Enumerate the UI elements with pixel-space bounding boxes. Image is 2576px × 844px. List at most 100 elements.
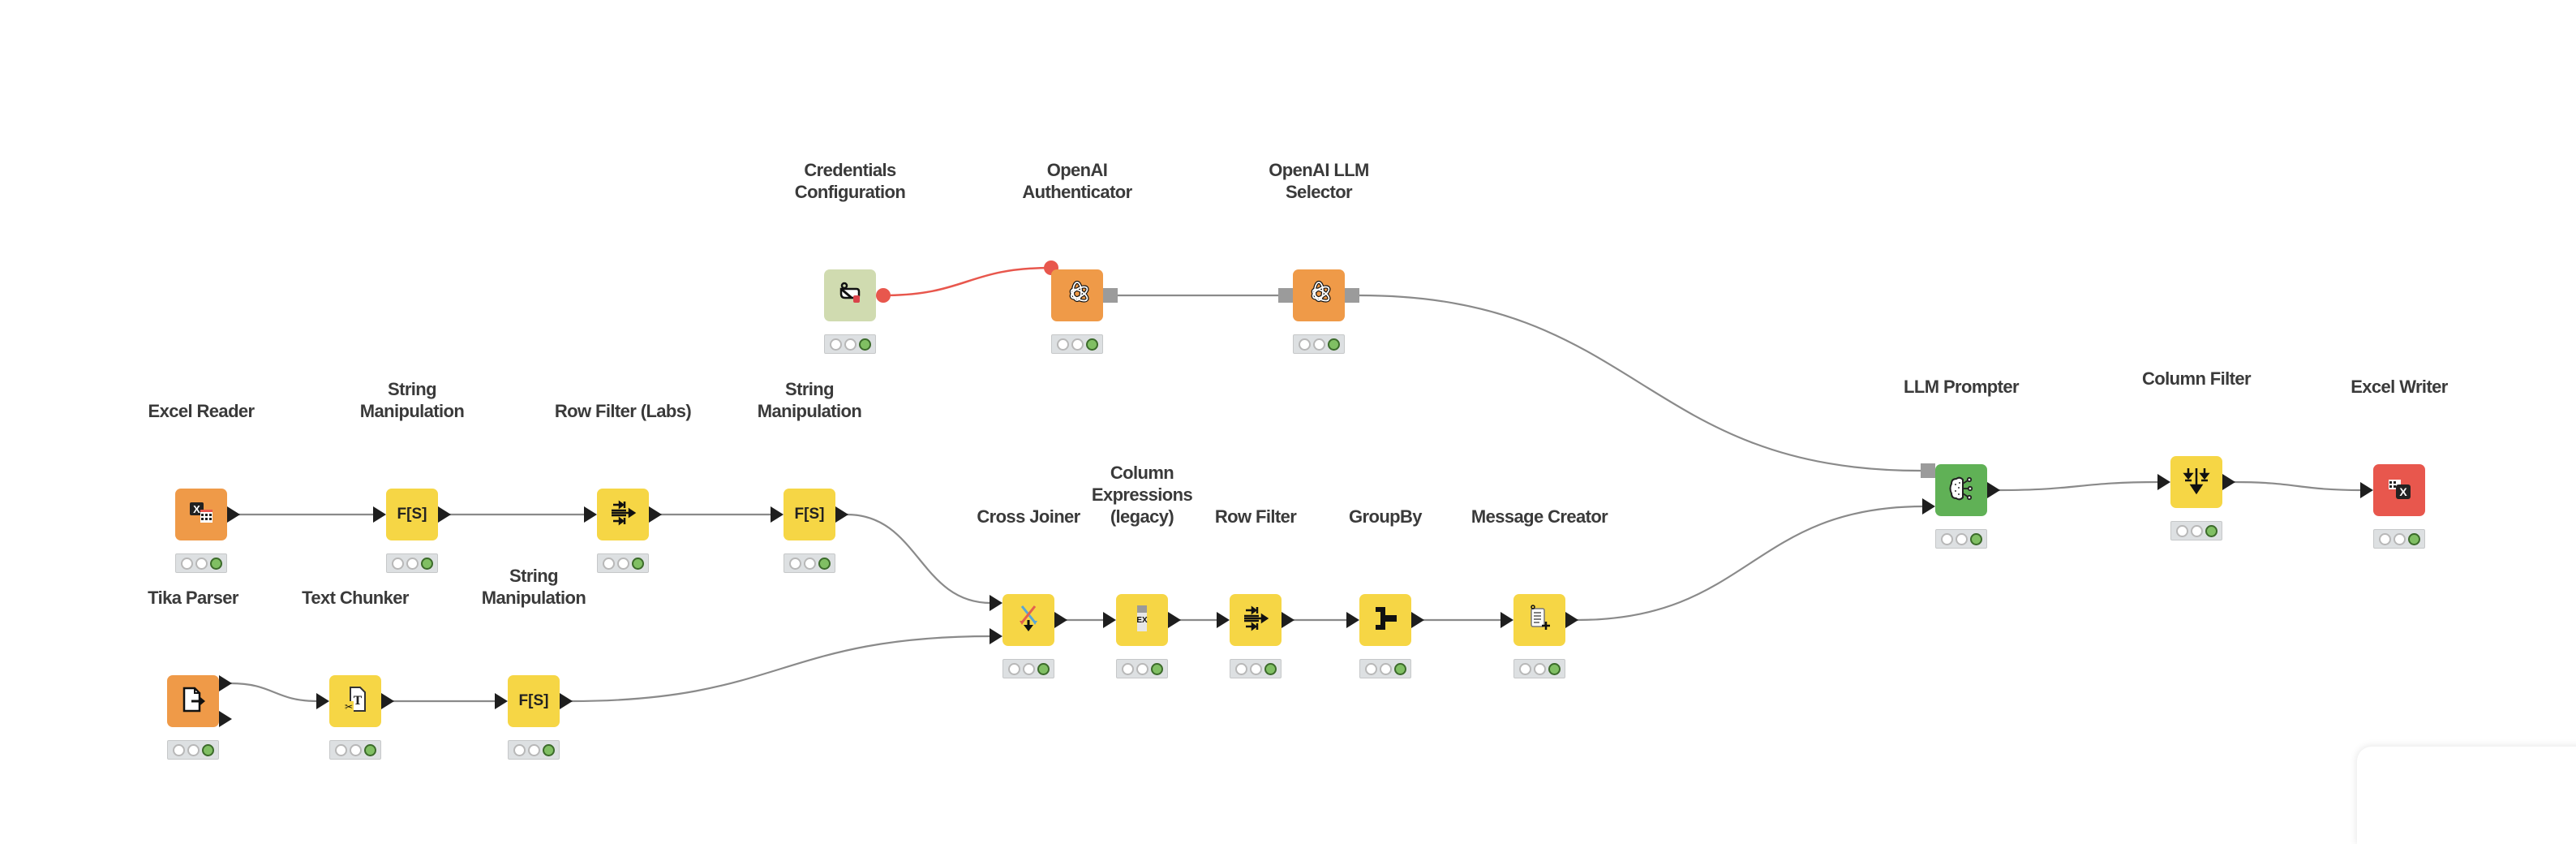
node-body[interactable] — [2170, 456, 2222, 508]
connection-openai-llm-selector-to-llm-prompter[interactable] — [1359, 294, 1921, 472]
table-input-port[interactable] — [1103, 612, 1116, 628]
status-dot-off — [2378, 532, 2391, 545]
table-output-port[interactable] — [227, 506, 240, 523]
node-body[interactable]: T✂ — [329, 675, 381, 727]
table-input-port[interactable] — [1922, 498, 1935, 515]
connection-column-filter-to-excel-writer[interactable] — [2233, 480, 2363, 492]
node-label[interactable]: GroupBy — [1349, 506, 1423, 527]
connection-string-manipulation-2-to-cross-joiner[interactable] — [846, 513, 992, 605]
status-dot-executed — [209, 557, 222, 570]
table-input-port[interactable] — [373, 506, 386, 523]
node-body[interactable] — [1051, 269, 1103, 321]
table-output-port[interactable] — [1168, 612, 1181, 628]
table-input-port[interactable] — [495, 693, 508, 709]
table-output-port[interactable] — [1054, 612, 1067, 628]
connection-tika-parser-to-text-chunker[interactable] — [230, 682, 319, 703]
status-dot-off — [391, 557, 404, 570]
node-body[interactable]: X — [175, 489, 227, 540]
node-label[interactable]: String Manipulation — [359, 379, 465, 421]
model-input-port[interactable] — [1278, 288, 1293, 303]
table-input-port[interactable] — [1217, 612, 1230, 628]
credentials-icon — [834, 278, 866, 314]
node-label[interactable]: OpenAI LLM Selector — [1269, 160, 1369, 202]
model-output-port[interactable] — [1345, 288, 1359, 303]
status-dot-off — [616, 557, 629, 570]
status-dot-off — [1379, 662, 1392, 675]
connection-message-creator-to-llm-prompter[interactable] — [1576, 505, 1925, 622]
table-output-port[interactable] — [835, 506, 848, 523]
status-dot-off — [172, 743, 185, 756]
node-label[interactable]: Credentials Configuration — [794, 160, 906, 202]
node-body[interactable]: F[S] — [508, 675, 560, 727]
connection-string-manipulation-3-to-cross-joiner[interactable] — [570, 635, 992, 703]
node-label[interactable]: Tika Parser — [148, 588, 238, 608]
node-body[interactable]: F[S] — [784, 489, 835, 540]
node-label[interactable]: Row Filter — [1214, 506, 1297, 527]
node-body[interactable] — [167, 675, 219, 727]
table-output-port[interactable] — [219, 675, 232, 691]
node-label[interactable]: Message Creator — [1470, 506, 1608, 527]
node-label[interactable]: LLM Prompter — [1904, 377, 2020, 397]
connection-llm-prompter-to-column-filter[interactable] — [1998, 480, 2160, 492]
node-label[interactable]: Column Expressions (legacy) — [1091, 463, 1193, 527]
node-body[interactable] — [1230, 594, 1282, 646]
status-dot-off — [1298, 338, 1311, 351]
node-body[interactable]: EX — [1116, 594, 1168, 646]
node-label[interactable]: OpenAI Authenticator — [1022, 160, 1132, 202]
table-input-port[interactable] — [771, 506, 784, 523]
status-dot-off — [2393, 532, 2406, 545]
node-body[interactable] — [1935, 464, 1987, 516]
node-status-traffic-light — [175, 553, 227, 573]
node-body[interactable] — [1359, 594, 1411, 646]
node-label[interactable]: Excel Reader — [148, 401, 255, 421]
node-label[interactable]: String Manipulation — [757, 379, 862, 421]
node-body[interactable] — [1002, 594, 1054, 646]
node-body[interactable]: X — [2373, 464, 2425, 516]
table-input-port[interactable] — [2157, 474, 2170, 490]
node-body[interactable] — [597, 489, 649, 540]
status-dot-off — [1518, 662, 1531, 675]
status-dot-off — [334, 743, 347, 756]
node-body[interactable] — [824, 269, 876, 321]
node-status-traffic-light — [1230, 659, 1282, 678]
table-input-port[interactable] — [1346, 612, 1359, 628]
node-body[interactable] — [1293, 269, 1345, 321]
table-output-port[interactable] — [560, 693, 573, 709]
model-output-port[interactable] — [1103, 288, 1118, 303]
workflow-canvas[interactable]: Credentials Configuration OpenAI Authenti… — [0, 0, 2576, 812]
table-output-port[interactable] — [1565, 612, 1578, 628]
node-label[interactable]: Column Filter — [2142, 368, 2252, 389]
node-body[interactable] — [1513, 594, 1565, 646]
table-input-port[interactable] — [990, 628, 1002, 644]
table-output-port[interactable] — [2222, 474, 2235, 490]
minimap-panel[interactable] — [2357, 747, 2576, 844]
table-output-port[interactable] — [381, 693, 394, 709]
node-status-traffic-light — [1116, 659, 1168, 678]
node-label[interactable]: Text Chunker — [302, 588, 409, 608]
table-input-port[interactable] — [990, 595, 1002, 611]
node-body[interactable]: F[S] — [386, 489, 438, 540]
node-status-traffic-light — [2373, 529, 2425, 549]
table-input-port[interactable] — [316, 693, 329, 709]
table-output-port[interactable] — [1411, 612, 1424, 628]
status-dot-off — [527, 743, 540, 756]
credential-output-port[interactable] — [876, 288, 891, 303]
node-label[interactable]: Excel Writer — [2351, 377, 2448, 397]
table-output-port[interactable] — [1987, 482, 2000, 498]
status-dot-off — [513, 743, 526, 756]
node-label[interactable]: Cross Joiner — [977, 506, 1080, 527]
table-input-port[interactable] — [2360, 482, 2373, 498]
table-output-port[interactable] — [219, 711, 232, 727]
table-output-port[interactable] — [649, 506, 662, 523]
openai-icon — [1061, 278, 1093, 314]
table-input-port[interactable] — [584, 506, 597, 523]
status-dot-executed — [420, 557, 433, 570]
table-output-port[interactable] — [1282, 612, 1294, 628]
model-input-port[interactable] — [1921, 463, 1935, 478]
table-output-port[interactable] — [438, 506, 451, 523]
node-label[interactable]: String Manipulation — [481, 566, 586, 608]
table-input-port[interactable] — [1501, 612, 1513, 628]
status-dot-off — [1955, 532, 1968, 545]
node-label[interactable]: Row Filter (Labs) — [554, 401, 692, 421]
connection-credentials-configuration-to-openai-authenticator[interactable] — [882, 266, 1052, 297]
